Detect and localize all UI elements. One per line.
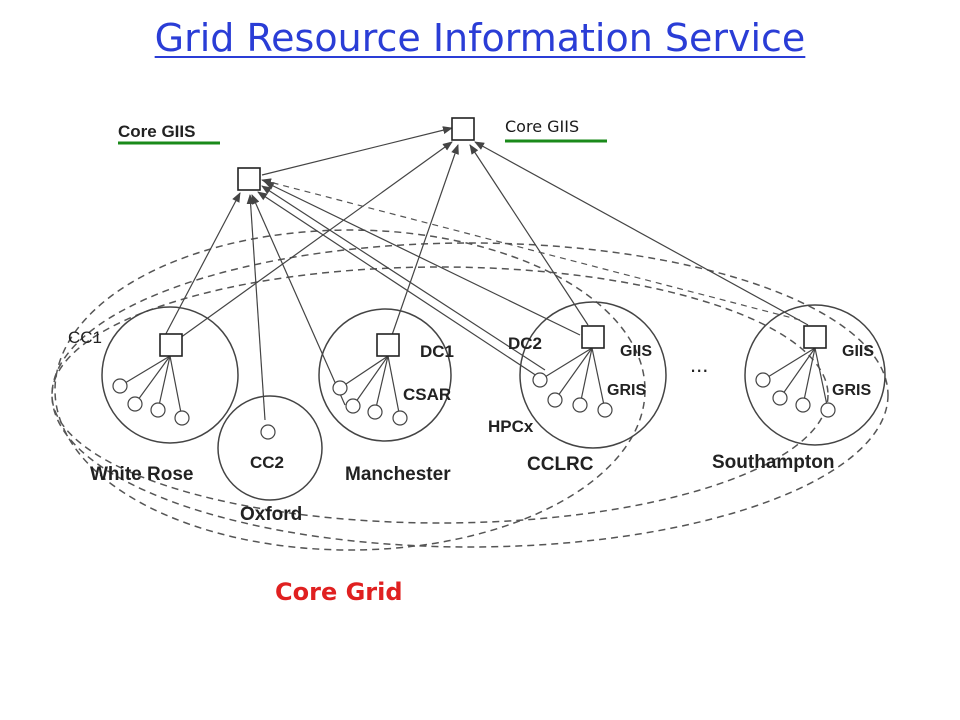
cclrc-gris-label: GRIS bbox=[607, 382, 646, 399]
white-rose-circle bbox=[101, 306, 239, 444]
dc2-label: DC2 bbox=[508, 334, 542, 353]
server-nodes bbox=[159, 117, 827, 357]
resource-leaves bbox=[112, 347, 836, 440]
cclrc-circle bbox=[519, 301, 667, 449]
left-core-giis-node bbox=[237, 167, 261, 191]
southampton-label: Southampton bbox=[712, 452, 834, 473]
southampton-resource bbox=[795, 397, 811, 413]
uk-grid-boundary bbox=[51, 242, 889, 548]
arrow-cc1-to-top-giis bbox=[179, 141, 453, 339]
top-core-giis-node bbox=[451, 117, 475, 141]
southampton-giis-label: GIIS bbox=[842, 343, 874, 360]
dc2-node bbox=[581, 325, 605, 349]
cc1-node bbox=[159, 333, 183, 357]
arrow-southampton-to-top-giis bbox=[474, 141, 809, 326]
manchester-resource bbox=[345, 398, 361, 414]
manchester-resource bbox=[392, 410, 408, 426]
southampton-resource bbox=[820, 402, 836, 418]
oxford-label: Oxford bbox=[240, 504, 302, 525]
southampton-circle bbox=[744, 304, 886, 446]
site-circles bbox=[101, 301, 886, 501]
arrow-hpcx-to-left-giis-b bbox=[261, 185, 546, 371]
cc1-label: CC1 bbox=[68, 328, 102, 347]
arrow-dc2-to-left-giis bbox=[264, 181, 581, 336]
arrow-cc2-to-left-giis bbox=[246, 194, 266, 421]
southampton-resource bbox=[772, 390, 788, 406]
oxford-circle bbox=[217, 395, 323, 501]
cclrc-giis-label: GIIS bbox=[620, 343, 652, 360]
arrow-cc1-to-left-giis bbox=[159, 192, 241, 346]
arrow-dc2-to-top-giis bbox=[469, 144, 589, 326]
dashed-boundaries bbox=[51, 229, 889, 551]
arrow-hpcx-to-left-giis-a bbox=[257, 191, 541, 379]
manchester-resource bbox=[332, 380, 348, 396]
core-grid-label: Core Grid bbox=[275, 578, 403, 606]
core-giis-top-label: Core GIIS bbox=[505, 117, 579, 136]
cc2-label: CC2 bbox=[250, 453, 284, 472]
page-title: Grid Resource Information Service bbox=[154, 16, 806, 60]
cclrc-resource bbox=[597, 402, 613, 418]
manchester-label: Manchester bbox=[345, 464, 451, 485]
southampton-gris-label: GRIS bbox=[832, 382, 871, 399]
hpcx-label: HPCx bbox=[488, 417, 534, 436]
core-giis-left-label: Core GIIS bbox=[118, 122, 195, 141]
white-rose-resource bbox=[150, 402, 166, 418]
white-rose-resource bbox=[174, 410, 190, 426]
manchester-circle bbox=[318, 308, 452, 442]
southampton-node bbox=[803, 325, 827, 349]
cclrc-label: CCLRC bbox=[527, 454, 594, 475]
inner-boundary bbox=[51, 266, 829, 524]
oxford-resource bbox=[260, 424, 276, 440]
white-rose-resource bbox=[127, 396, 143, 412]
cclrc-resource bbox=[532, 372, 548, 388]
ellipsis-label: ... bbox=[690, 352, 708, 377]
cclrc-resource bbox=[572, 397, 588, 413]
arrow-left-giis-to-top-giis bbox=[261, 126, 453, 176]
arrow-dc1-to-top-giis bbox=[391, 144, 459, 336]
manchester-resource bbox=[367, 404, 383, 420]
cclrc-resource bbox=[547, 392, 563, 408]
dc1-node bbox=[376, 333, 400, 357]
white-rose-resource bbox=[112, 378, 128, 394]
csar-label: CSAR bbox=[403, 385, 451, 404]
connection-arrows bbox=[159, 126, 809, 421]
white-rose-label: White Rose bbox=[90, 464, 193, 485]
dc1-label: DC1 bbox=[420, 342, 454, 361]
southampton-resource bbox=[755, 372, 771, 388]
arrow-csar-to-left-giis bbox=[251, 194, 346, 406]
core-grid-boundary bbox=[54, 229, 646, 551]
dashed-arrow-southampton-to-left-giis bbox=[261, 178, 801, 321]
